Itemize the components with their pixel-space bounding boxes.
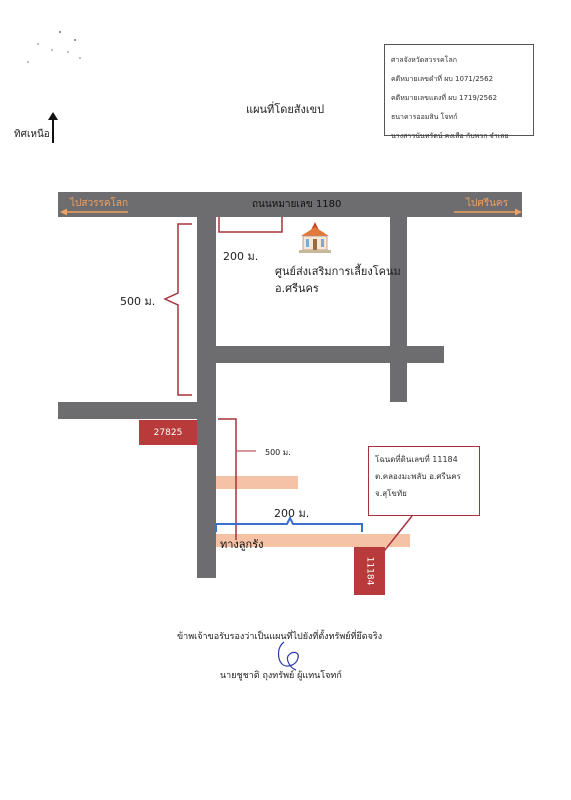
direction-sawankhalok: ไปสวรรคโลก [70,198,129,209]
plaintiff: ธนาคารออมสิน โจทก์ [391,113,458,121]
cross-road-middle [216,346,444,363]
direction-si-nakhon: ไปศรีนคร [466,198,508,209]
landmark-district: อ.ศรีนคร [275,282,319,295]
distance-200m-top: 200 ม. [223,250,259,263]
black-case-number: คดีหมายเลขดำที่ ผบ 1071/2562 [391,75,494,83]
certification-statement: ข้าพเจ้าขอรับรองว่าเป็นแผนที่ไปยังที่ตั้… [177,632,383,642]
defendant: นางสาวนันทรัตน์ คงเสือ กับพวก จำเลย [391,132,509,140]
court-name: ศาลจังหวัดสวรรคโลก [391,56,457,64]
signature-icon [277,641,299,671]
main-road-label: ถนนหมายเลข 1180 [252,199,342,210]
deed-info-box: โฉนดที่ดินเลขที่ 11184 ต.คลองมะพลับ อ.ศร… [368,446,480,516]
dairy-center-building-icon [299,222,331,253]
distance-500m-small: 500 ม. [265,448,291,457]
red-case-number: คดีหมายเลขแดงที่ ผบ 1719/2562 [391,94,498,102]
plot-strip-lower [216,534,410,547]
laterite-road-label: ทางลูกรัง [220,538,264,551]
case-info-box: ศาลจังหวัดสวรรคโลก คดีหมายเลขดำที่ ผบ 10… [384,44,534,140]
distance-500m-left: 500 ม. [120,295,156,308]
map-title: แผนที่โดยสังเขป [246,103,325,116]
deed-province-line: จ.สุโขทัย [375,489,407,498]
north-label: ทิศเหนือ [14,129,50,140]
deed-number-line: โฉนดที่ดินเลขที่ 11184 [375,455,458,464]
deed-number-text: 11184 [364,556,375,586]
deed-subdistrict-line: ต.คลองมะพลับ อ.ศรีนคร [375,472,461,481]
scan-specks [27,31,81,63]
distance-200m-bottom: 200 ม. [274,507,310,520]
west-road [58,402,197,419]
landmark-name: ศูนย์ส่งเสริมการเลี้ยงโคนม [275,265,401,278]
signer-name: นายชูชาติ ถุงทรัพย์ ผู้แทนโจทก์ [220,671,342,681]
arrow-right-icon [454,208,522,216]
north-arrow-icon [48,112,58,143]
vertical-road-main [197,217,216,578]
arrow-left-icon [60,208,128,216]
road-number-badge: 27825 [139,420,197,445]
deed-number-badge: 11184 [354,547,385,595]
main-road-1180 [58,192,522,217]
